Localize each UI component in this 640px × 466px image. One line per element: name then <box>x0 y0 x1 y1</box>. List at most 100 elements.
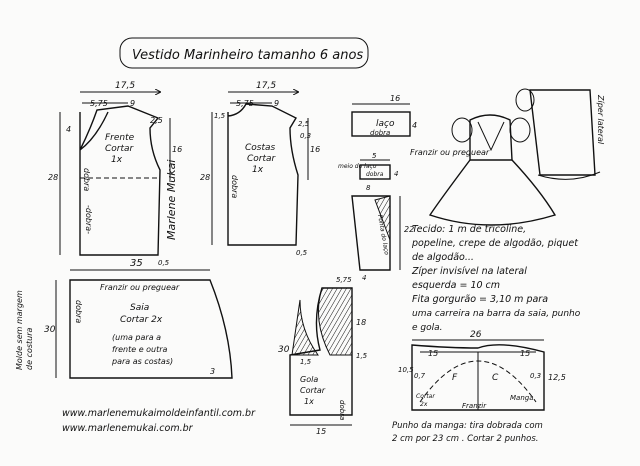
back-neck-d-label: 2,5 <box>298 120 310 128</box>
collar-top-w-label: 5,75 <box>336 276 352 284</box>
skirt-label-3: (uma para a <box>112 333 161 342</box>
signature: Marlene Mukai <box>165 160 178 240</box>
sleeve-label-2: Cortar <box>416 393 435 400</box>
title: Vestido Marinheiro tamanho 6 anos <box>132 48 363 63</box>
placket-fold-label: dobra <box>366 171 384 178</box>
front-neck-d2-label: 2,5 <box>150 116 163 125</box>
sleeve-front-label: F <box>452 373 458 383</box>
front-side-label: dobra <box>82 168 91 191</box>
back-label-1: Costas <box>245 143 276 153</box>
front-sh-drop-label: 4 <box>66 125 71 134</box>
back-sh-drop-label: 1,5 <box>214 112 226 120</box>
cuff-note-2: 2 cm por 23 cm . Cortar 2 punhos. <box>392 434 539 444</box>
front-neckline <box>79 111 109 151</box>
cuff-note-1: Punho da manga: tira dobrada com <box>392 421 543 431</box>
skirt-bottom-off-label: 3 <box>210 367 215 376</box>
website-2[interactable]: www.marlenemukai.com.br <box>62 423 194 434</box>
margin-note-1: Molde sem margem <box>15 290 24 370</box>
collar-label-3: 1x <box>304 397 314 406</box>
back-label-3: 1x <box>252 165 264 175</box>
title-box <box>119 37 369 69</box>
bow-piece <box>351 111 411 137</box>
collar-sub-label: 18 <box>356 318 366 327</box>
skirt-top-label: Franzir ou preguear <box>100 283 180 292</box>
skirt-label-4: frente e outra <box>112 345 168 354</box>
collar-end-label: 1,5 <box>300 358 312 366</box>
back-length-label: 28 <box>200 173 210 182</box>
sleeve-bottom-label: Franzir <box>462 402 487 410</box>
website-1[interactable]: www.marlenemukaimoldeinfantil.com.br <box>62 408 256 419</box>
note-line-7: uma carreira na barra da saia, punho <box>412 309 581 319</box>
tie-end-piece <box>351 159 401 271</box>
placket-length-label: 22 <box>404 225 414 234</box>
skirt-fold-label: dobra <box>74 300 83 323</box>
back-width-label: 17,5 <box>256 81 276 91</box>
skirt-height-label: 30 <box>44 325 56 335</box>
note-line-8: e gola. <box>412 323 443 333</box>
front-length-label: 28 <box>48 173 58 182</box>
note-line-5: esquerda = 10 cm <box>412 280 500 291</box>
note-line-1: Tecido: 1 m de tricoline, <box>412 224 526 235</box>
fabric-notes: Tecido: 1 m de tricoline, popeline, crep… <box>411 224 581 333</box>
bow-width-label: 16 <box>390 94 400 103</box>
collar-label-1: Gola <box>300 375 318 384</box>
collar-height-label: 30 <box>278 345 290 355</box>
sleeve-width-label: 26 <box>470 330 482 340</box>
back-neck-w-label: 5,75 <box>236 99 254 108</box>
front-neck-w2-label: 9 <box>130 99 135 108</box>
back-neck-w2-label: 9 <box>274 99 279 108</box>
skirt-piece <box>55 269 233 379</box>
sleeve-left-cap-label: 0,7 <box>414 372 426 380</box>
note-line-4: Zíper invisível na lateral <box>411 266 527 277</box>
margin-note-2: de costura <box>25 328 34 371</box>
back-armhole-label: 16 <box>310 145 320 154</box>
gathers-label: Franzir ou preguear <box>410 148 490 157</box>
placket-top-h-label: 4 <box>394 170 398 178</box>
placket-mid-w-label: 8 <box>366 184 371 192</box>
collar-label-2: Cortar <box>300 386 326 395</box>
collar-bottom-label: 15 <box>316 427 326 436</box>
sleeve-top-right-label: 15 <box>520 349 530 358</box>
note-line-3: de algodão... <box>412 252 474 263</box>
placket-mid-label: meio do laço <box>338 163 377 170</box>
placket-bottom-label: 4 <box>362 274 366 282</box>
back-hem-label: 0,5 <box>296 249 308 257</box>
collar-end2-label: 1,5 <box>356 352 368 360</box>
front-fold-label: -dobra- <box>84 205 93 234</box>
note-line-2: popeline, crepe de algodão, piquet <box>411 238 579 249</box>
front-label-3: 1x <box>111 155 123 165</box>
sleeve-label-3: 2x <box>420 401 428 408</box>
front-outline <box>79 105 161 256</box>
sleeve-left-h-label: 10,5 <box>398 366 414 374</box>
front-neck-w-label: 5,75 <box>90 99 108 108</box>
front-bodice-piece <box>59 92 171 256</box>
skirt-label-2: Cortar 2x <box>120 315 163 325</box>
placket-top-w-label: 5 <box>372 152 377 160</box>
skirt-label-5: para as costas) <box>111 357 173 366</box>
back-side-label: dobra <box>230 175 239 198</box>
skirt-width-label: 35 <box>130 258 143 269</box>
front-width-label: 17,5 <box>115 81 135 91</box>
zipper-side-label: Zíper lateral <box>596 94 605 145</box>
note-line-6: Fita gorgurão = 3,10 m para <box>412 294 548 305</box>
collar-fold-label: dobra <box>338 400 346 420</box>
sleeve-right-cap-label: 0,3 <box>530 372 541 380</box>
back-label-2: Cortar <box>247 154 277 164</box>
sleeve-label-1: Manga <box>510 394 534 402</box>
back-bodice-piece <box>211 92 309 246</box>
collar-piece <box>289 287 353 426</box>
sleeve-back-label: C <box>492 373 499 383</box>
front-label-2: Cortar <box>105 144 135 154</box>
bow-label: laço <box>376 119 395 129</box>
sleeve-top-left-label: 15 <box>428 349 438 358</box>
back-neck-d2-label: 0,3 <box>300 132 311 140</box>
skirt-label-1: Saia <box>130 303 149 313</box>
sleeve-right-h-label: 12,5 <box>548 373 566 382</box>
dress-illustration <box>428 88 601 226</box>
front-armhole-label: 16 <box>172 145 182 154</box>
front-hem-label: 0,5 <box>158 259 170 267</box>
sleeve-piece <box>411 339 545 411</box>
bow-height-label: 4 <box>412 121 417 130</box>
